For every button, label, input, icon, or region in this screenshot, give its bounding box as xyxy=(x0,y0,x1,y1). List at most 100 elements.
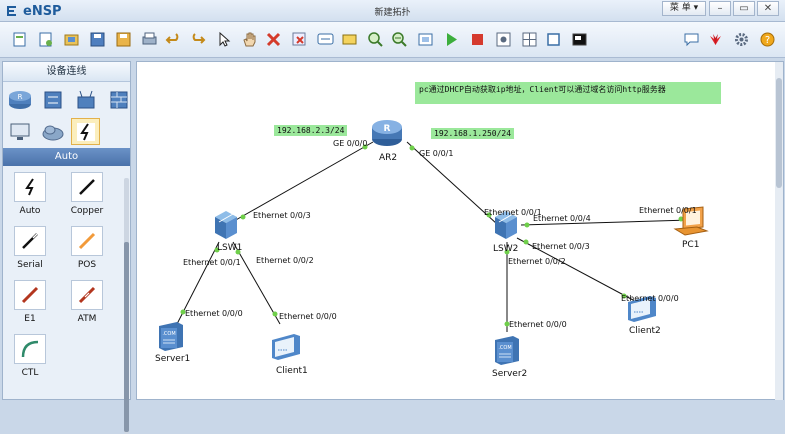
delete-button[interactable] xyxy=(262,28,284,50)
start-device-button[interactable] xyxy=(440,28,462,50)
cable-ctl[interactable]: CTL xyxy=(7,334,53,378)
print-icon xyxy=(142,32,156,44)
category-terminals[interactable] xyxy=(5,118,34,145)
open-button[interactable] xyxy=(60,28,82,50)
save-button[interactable] xyxy=(86,28,108,50)
save-as-icon xyxy=(116,32,130,46)
maximize-button[interactable]: ▭ xyxy=(733,1,755,16)
cable-copper[interactable]: Copper xyxy=(64,172,110,216)
link-lsw1-client1[interactable] xyxy=(232,241,281,325)
cable-e1[interactable]: E1 xyxy=(7,280,53,324)
sidebar-scrollbar[interactable] xyxy=(124,178,129,434)
new-example-button[interactable] xyxy=(34,28,56,50)
ip-label-lsw1-side[interactable]: 192.168.2.3/24 xyxy=(274,125,348,136)
cable-serial[interactable]: Serial xyxy=(7,226,53,270)
device-client2[interactable] xyxy=(626,294,658,327)
save-as-button[interactable] xyxy=(112,28,134,50)
cloud-icon xyxy=(42,125,63,140)
device-client1[interactable] xyxy=(270,332,302,365)
new-topology-button[interactable] xyxy=(8,28,30,50)
topology-links xyxy=(176,141,691,332)
router-icon: R xyxy=(8,90,31,109)
auto-cable-icon xyxy=(25,178,34,196)
cable-pos-label: POS xyxy=(77,260,97,270)
undo-button[interactable] xyxy=(162,28,184,50)
link-lsw2-pc1[interactable] xyxy=(520,219,691,226)
zoom-out-button[interactable] xyxy=(388,28,410,50)
link-lsw2-client2[interactable] xyxy=(516,237,634,301)
device-pc1[interactable] xyxy=(673,205,709,240)
help-button[interactable]: ? xyxy=(756,28,778,50)
close-button[interactable]: ✕ xyxy=(757,1,779,16)
canvas-scrollbar[interactable] xyxy=(775,62,783,400)
category-firewall[interactable] xyxy=(104,86,133,113)
settings-button[interactable] xyxy=(730,28,752,50)
device-server1-label: Server1 xyxy=(155,354,191,364)
category-wlan[interactable] xyxy=(71,86,100,113)
delete-link-button[interactable] xyxy=(288,28,310,50)
server-icon: .COM xyxy=(159,322,183,351)
maximize-icon: ▭ xyxy=(739,3,749,14)
cable-atm[interactable]: ATM xyxy=(64,280,110,324)
device-server2[interactable]: .COM xyxy=(493,334,521,369)
port-dots xyxy=(180,144,684,327)
rectangle-button[interactable] xyxy=(338,28,360,50)
terminal-icon xyxy=(572,33,586,45)
app-logo: eNSP xyxy=(6,3,62,19)
port-label-ar2-ge001: GE 0/0/1 xyxy=(419,149,454,158)
device-lsw2[interactable] xyxy=(491,209,521,244)
device-ar2[interactable]: R xyxy=(370,116,404,151)
open-folder-icon xyxy=(64,34,78,45)
text-button[interactable] xyxy=(314,28,336,50)
cursor-icon xyxy=(219,31,230,47)
link-ar2-lsw2[interactable] xyxy=(406,141,498,225)
topology-note[interactable]: pc通过DHCP自动获取ip地址，Client可以通过域名访问http服务器 xyxy=(415,82,721,104)
svg-text:.COM: .COM xyxy=(162,331,175,337)
zoom-out-icon xyxy=(391,31,407,47)
stop-device-button[interactable] xyxy=(466,28,488,50)
device-lsw1[interactable] xyxy=(211,209,241,244)
capture-button[interactable] xyxy=(492,28,514,50)
grid-icon xyxy=(522,32,536,46)
port-label-lsw1-e003: Ethernet 0/0/3 xyxy=(253,211,311,220)
device-server1[interactable]: .COM xyxy=(157,320,185,355)
firewall-icon xyxy=(110,91,127,108)
huawei-button[interactable] xyxy=(704,28,726,50)
select-button[interactable] xyxy=(212,28,234,50)
minimize-button[interactable]: – xyxy=(709,1,731,16)
terminal-button[interactable] xyxy=(568,28,590,50)
text-comment-icon xyxy=(317,33,333,44)
cable-pos[interactable]: POS xyxy=(64,226,110,270)
fit-view-button[interactable] xyxy=(414,28,436,50)
menu-button[interactable]: 菜 单 ▾ xyxy=(662,1,706,16)
zoom-in-icon xyxy=(367,31,383,47)
chevron-down-icon: ▾ xyxy=(693,3,699,13)
monitor-icon xyxy=(10,123,29,140)
device-sidebar: 设备连线 R Auto Auto Copper Serial POS E1 AT… xyxy=(2,61,133,434)
link-ar2-lsw1[interactable] xyxy=(226,141,374,226)
port-label-server1-e000: Ethernet 0/0/0 xyxy=(185,309,243,318)
category-switches[interactable] xyxy=(38,86,67,113)
client-icon xyxy=(272,334,300,360)
port-label-lsw2-e004: Ethernet 0/0/4 xyxy=(533,214,591,223)
delete-link-icon xyxy=(292,32,305,45)
category-routers[interactable]: R xyxy=(5,86,34,113)
port-label-client1-e000: Ethernet 0/0/0 xyxy=(279,312,337,321)
cable-auto-label: Auto xyxy=(19,206,41,216)
grid-button[interactable] xyxy=(518,28,540,50)
port-label-client2-e000: Ethernet 0/0/0 xyxy=(621,294,679,303)
chat-button[interactable] xyxy=(680,28,702,50)
zoom-in-button[interactable] xyxy=(364,28,386,50)
cable-copper-label: Copper xyxy=(70,206,104,216)
print-button[interactable] xyxy=(138,28,160,50)
category-connections[interactable] xyxy=(71,118,100,145)
category-cloud[interactable] xyxy=(38,118,67,145)
cable-atm-label: ATM xyxy=(77,314,97,324)
topology-canvas[interactable]: R AR2 LSW1 LSW2 .COM Server1 Client1 .CO… xyxy=(136,61,784,400)
topology-button[interactable] xyxy=(542,28,564,50)
port-label-ar2-ge000: GE 0/0/0 xyxy=(333,139,368,148)
redo-button[interactable] xyxy=(186,28,208,50)
cable-auto[interactable]: Auto xyxy=(7,172,53,216)
ip-label-lsw2-side[interactable]: 192.168.1.250/24 xyxy=(431,128,515,139)
pan-button[interactable] xyxy=(238,28,260,50)
